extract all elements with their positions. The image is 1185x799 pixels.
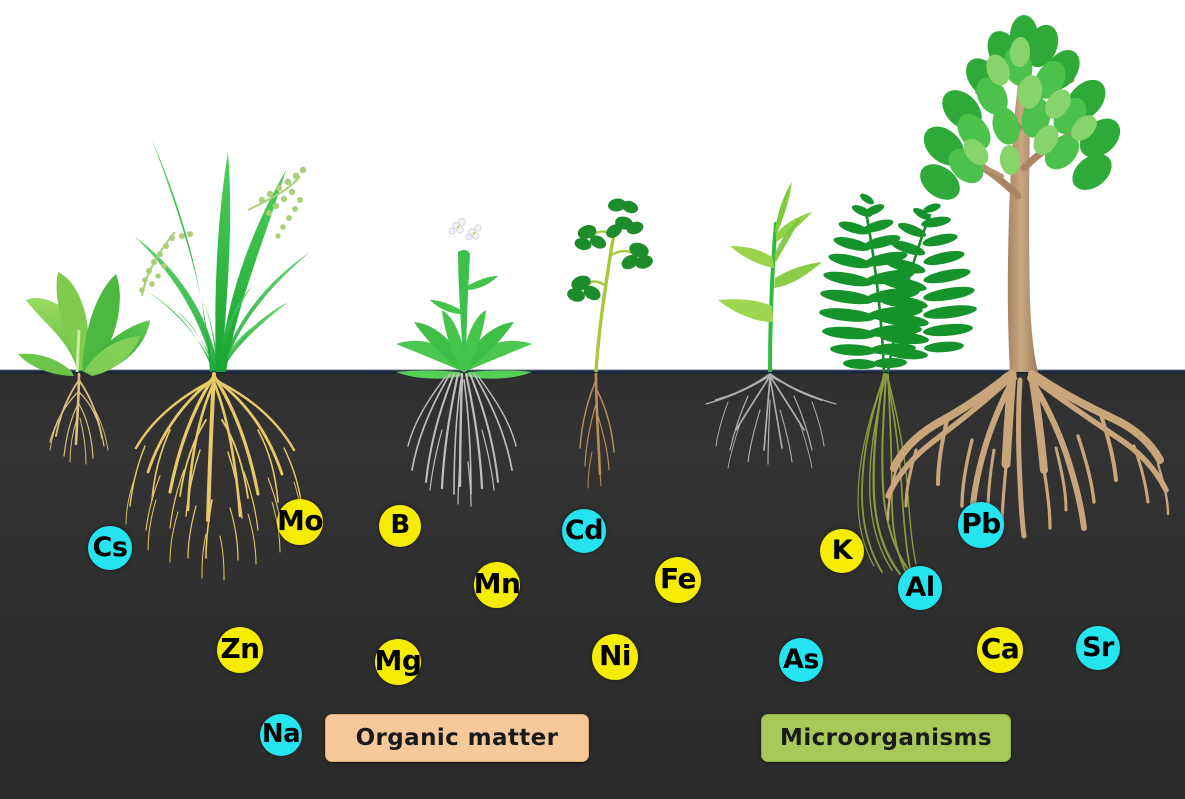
element-chip-na[interactable]: Na [260,714,302,756]
element-symbol: Pb [961,507,1001,540]
element-symbol: Fe [660,562,696,595]
element-chip-k[interactable]: K [820,529,864,573]
tree-roots [885,369,1170,539]
element-symbol: Ca [980,632,1020,665]
label-tag-text: Microorganisms [780,725,992,751]
element-chip-cd[interactable]: Cd [562,509,606,553]
leafy-greens-foliage [18,272,150,376]
element-chip-as[interactable]: As [779,638,823,682]
element-symbol: Na [261,719,301,749]
element-chip-fe[interactable]: Fe [655,557,701,603]
element-chip-b[interactable]: B [379,505,421,547]
grass-seedling-foliage [718,182,822,373]
plant-grass-seedling [705,182,837,469]
label-tag-micro[interactable]: Microorganisms [761,714,1011,762]
element-chip-pb[interactable]: Pb [958,502,1004,548]
plant-fern [819,193,977,577]
element-symbol: B [390,510,410,540]
arabidopsis-roots [407,372,517,507]
element-symbol: As [783,643,819,675]
element-symbol: Cd [564,514,604,546]
element-chip-ni[interactable]: Ni [592,634,638,680]
element-chip-mg[interactable]: Mg [374,639,422,685]
element-symbol: Mo [276,504,324,537]
leafy-greens-roots [49,372,109,465]
element-symbol: Ni [598,639,632,672]
plant-leafy-greens [18,272,150,465]
label-tag-organic[interactable]: Organic matter [325,714,589,762]
element-symbol: Cs [92,531,128,563]
clover-foliage [567,198,653,373]
element-symbol: K [831,534,853,566]
element-symbol: Mn [473,567,521,600]
rice-foliage [134,140,310,372]
label-tag-text: Organic matter [355,725,559,751]
soil-surface-line [0,369,1185,374]
element-chip-al[interactable]: Al [898,566,942,610]
element-symbol: Mg [374,644,422,677]
rice-panicle [139,166,307,297]
arabidopsis-foliage [396,218,532,379]
element-chip-mn[interactable]: Mn [473,562,521,608]
clover-roots [579,372,615,489]
fern-foliage [819,193,977,373]
plant-arabidopsis [396,218,532,507]
element-symbol: Al [905,571,935,603]
fern-roots [857,372,917,577]
plant-clover-seedling [567,198,653,489]
element-symbol: Sr [1082,631,1114,663]
plant-rice-grass [125,140,310,581]
element-chip-cs[interactable]: Cs [88,526,132,570]
element-chip-zn[interactable]: Zn [217,627,263,673]
grass-seedling-roots [705,373,837,469]
arabidopsis-flowers [448,218,482,241]
tree-canopy [920,15,1121,200]
rice-roots [125,372,303,581]
element-chip-ca[interactable]: Ca [977,627,1023,673]
element-symbol: Zn [220,632,260,665]
element-chip-mo[interactable]: Mo [276,499,324,545]
plant-mangrove-tree [885,15,1170,539]
element-chip-sr[interactable]: Sr [1076,626,1120,670]
